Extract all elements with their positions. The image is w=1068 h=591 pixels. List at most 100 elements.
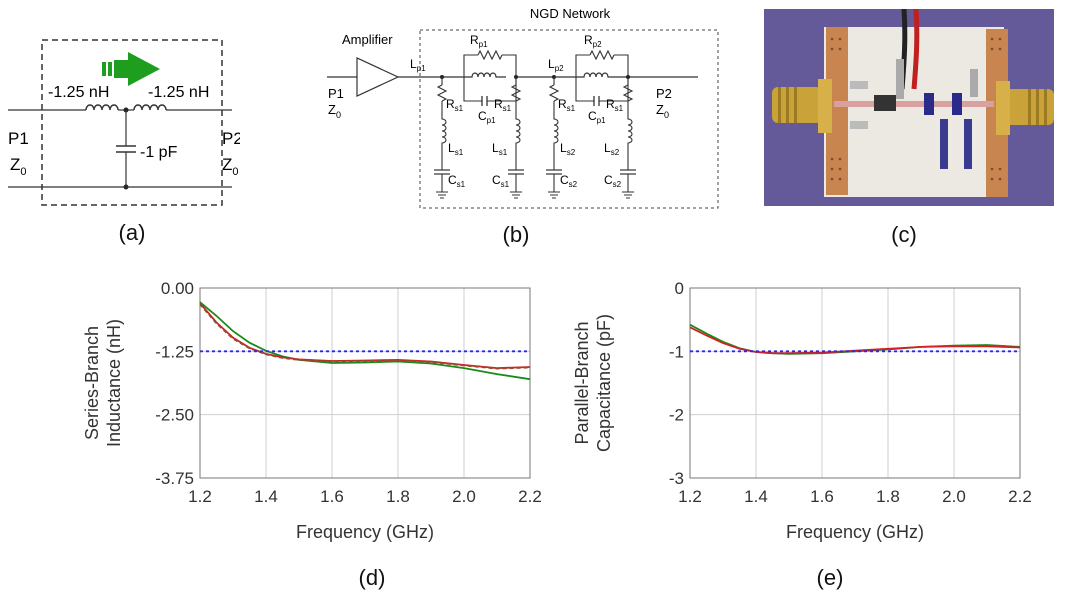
- y-axis-label-line2: Capacitance (pF): [594, 314, 614, 452]
- x-tick-label: 1.6: [810, 487, 834, 506]
- z-in-label: Z0: [328, 102, 341, 120]
- lp2-label: Lp2: [548, 57, 564, 73]
- ls1-left-icon: [441, 101, 447, 149]
- caption-e: (e): [816, 565, 844, 590]
- lp1-icon: [464, 72, 506, 78]
- cs1-right-label: Cs1: [492, 173, 510, 189]
- y-tick-label: -1: [669, 342, 684, 361]
- y-axis-label-line1: Parallel-Branch: [572, 321, 592, 444]
- lp1-label: Lp1: [410, 57, 426, 73]
- series-line: [199, 302, 531, 370]
- ls2-right-icon: [515, 101, 521, 149]
- amplifier-chip: [874, 95, 896, 111]
- amplifier-label: Amplifier: [342, 32, 393, 47]
- caption-a: (a): [118, 220, 146, 245]
- x-tick-label: 1.4: [744, 487, 768, 506]
- chart-d-svg: 1.2 1.4 1.6 1.8 2.0 2.2 0.00 -1.25 -2.50 -3.75Fre…: [82, 279, 542, 542]
- stage-1: Lp1 Rp1 Cp1 Rs1 Ls1 Cs1: [410, 33, 554, 199]
- y-tick-label: -3: [669, 469, 684, 488]
- rs2-right-label: Rs1: [606, 97, 624, 113]
- panel-a-dashed-box: [41, 39, 223, 206]
- capacitor-label: -1 pF: [140, 144, 178, 161]
- y-axis-label-line1: Series-Branch: [82, 326, 102, 440]
- port-left-label: P1: [8, 129, 29, 148]
- lp2-icon: [554, 72, 630, 78]
- x-tick-label: 2.0: [452, 487, 476, 506]
- rs1-right-icon: [510, 84, 522, 102]
- ls2-left-label: Ls2: [560, 141, 576, 157]
- x-tick-label: 1.2: [188, 487, 212, 506]
- sma-connector-right-icon: [996, 81, 1054, 135]
- cs2-left-label: Cs2: [560, 173, 578, 189]
- stage-2: Lp2 Rp2 Cp1 Rs1 Ls2 Cs2: [546, 33, 698, 199]
- plot-frame: [199, 287, 531, 479]
- caption-c: (c): [891, 222, 917, 247]
- cp1-label: Cp1: [478, 109, 496, 125]
- inductor-right-label: -1.25 nH: [148, 84, 209, 101]
- caption-b: (b): [502, 222, 530, 247]
- port-right-label: P2: [222, 129, 240, 148]
- plot-frame: [689, 287, 1021, 479]
- y-tick-label: -3.75: [155, 469, 194, 488]
- cp2-label: Cp1: [588, 109, 606, 125]
- rs1-left-icon: [436, 84, 448, 102]
- x-tick-label: 1.6: [320, 487, 344, 506]
- capacitor-icon: [116, 145, 136, 153]
- ls1-right-label: Ls1: [492, 141, 508, 157]
- y-tick-label: -2.50: [155, 406, 194, 425]
- series-line: [689, 326, 1021, 355]
- z-left-label: Z0: [10, 155, 27, 178]
- z-out-label: Z0: [656, 102, 669, 120]
- rs2-left-label: Rs1: [558, 97, 576, 113]
- y-tick-label: -1.25: [155, 342, 194, 361]
- amplifier-icon: [356, 57, 400, 97]
- cs1-left-label: Cs1: [448, 173, 466, 189]
- x-axis-label: Frequency (GHz): [296, 522, 434, 542]
- panel-b-schematic: NGD Network Amplifier P1 Z0 P2 Z0 Lp1 Rp…: [322, 0, 742, 215]
- inductor-right-icon: [133, 104, 167, 111]
- y-tick-label: 0: [675, 279, 684, 298]
- x-tick-label: 1.2: [678, 487, 702, 506]
- rp1-icon: [477, 49, 503, 61]
- inductor-left-label: -1.25 nH: [48, 84, 109, 101]
- panel-c-photo: [764, 8, 1054, 206]
- ngd-network-box: [419, 29, 719, 209]
- pcb-photo-svg: [764, 8, 1054, 206]
- ls2-right-label: Ls2: [604, 141, 620, 157]
- wire-red: [911, 8, 920, 90]
- panel-a-svg: -1.25 nH -1.25 nH -1 pF P1 Z0 P2 Z0: [8, 39, 243, 206]
- rs1-right-label: Rs1: [494, 97, 512, 113]
- x-tick-label: 1.8: [386, 487, 410, 506]
- x-tick-label: 1.8: [876, 487, 900, 506]
- y-tick-label: 0.00: [161, 279, 194, 298]
- signal-trace: [834, 101, 994, 107]
- rs1-left-label: Rs1: [446, 97, 464, 113]
- rp1-label: Rp1: [470, 33, 488, 49]
- sma-connector-left-icon: [772, 79, 832, 133]
- inductor-left-icon: [85, 104, 119, 111]
- x-tick-label: 1.4: [254, 487, 278, 506]
- ls1-left-label: Ls1: [448, 141, 464, 157]
- x-axis-label: Frequency (GHz): [786, 522, 924, 542]
- rp2-label: Rp2: [584, 33, 602, 49]
- port-out-label: P2: [656, 86, 672, 101]
- group-delay-arrow-icon: [102, 52, 160, 86]
- x-tick-label: 2.2: [1008, 487, 1032, 506]
- z-right-label: Z0: [222, 155, 239, 178]
- caption-d: (d): [358, 565, 386, 590]
- ngd-network-title: NGD Network: [530, 6, 611, 21]
- y-tick-label: -2: [669, 406, 684, 425]
- series-line: [199, 301, 531, 381]
- x-tick-label: 2.2: [518, 487, 542, 506]
- x-tick-label: 2.0: [942, 487, 966, 506]
- rp2-icon: [589, 49, 615, 61]
- port-in-label: P1: [328, 86, 344, 101]
- cs2-right-label: Cs2: [604, 173, 622, 189]
- panel-b-svg: NGD Network Amplifier P1 Z0 P2 Z0 Lp1 Rp…: [327, 6, 719, 209]
- copper-strip-left: [826, 27, 848, 195]
- panel-a-schematic: -1.25 nH -1.25 nH -1 pF P1 Z0 P2 Z0: [0, 30, 243, 220]
- series-line: [199, 303, 531, 370]
